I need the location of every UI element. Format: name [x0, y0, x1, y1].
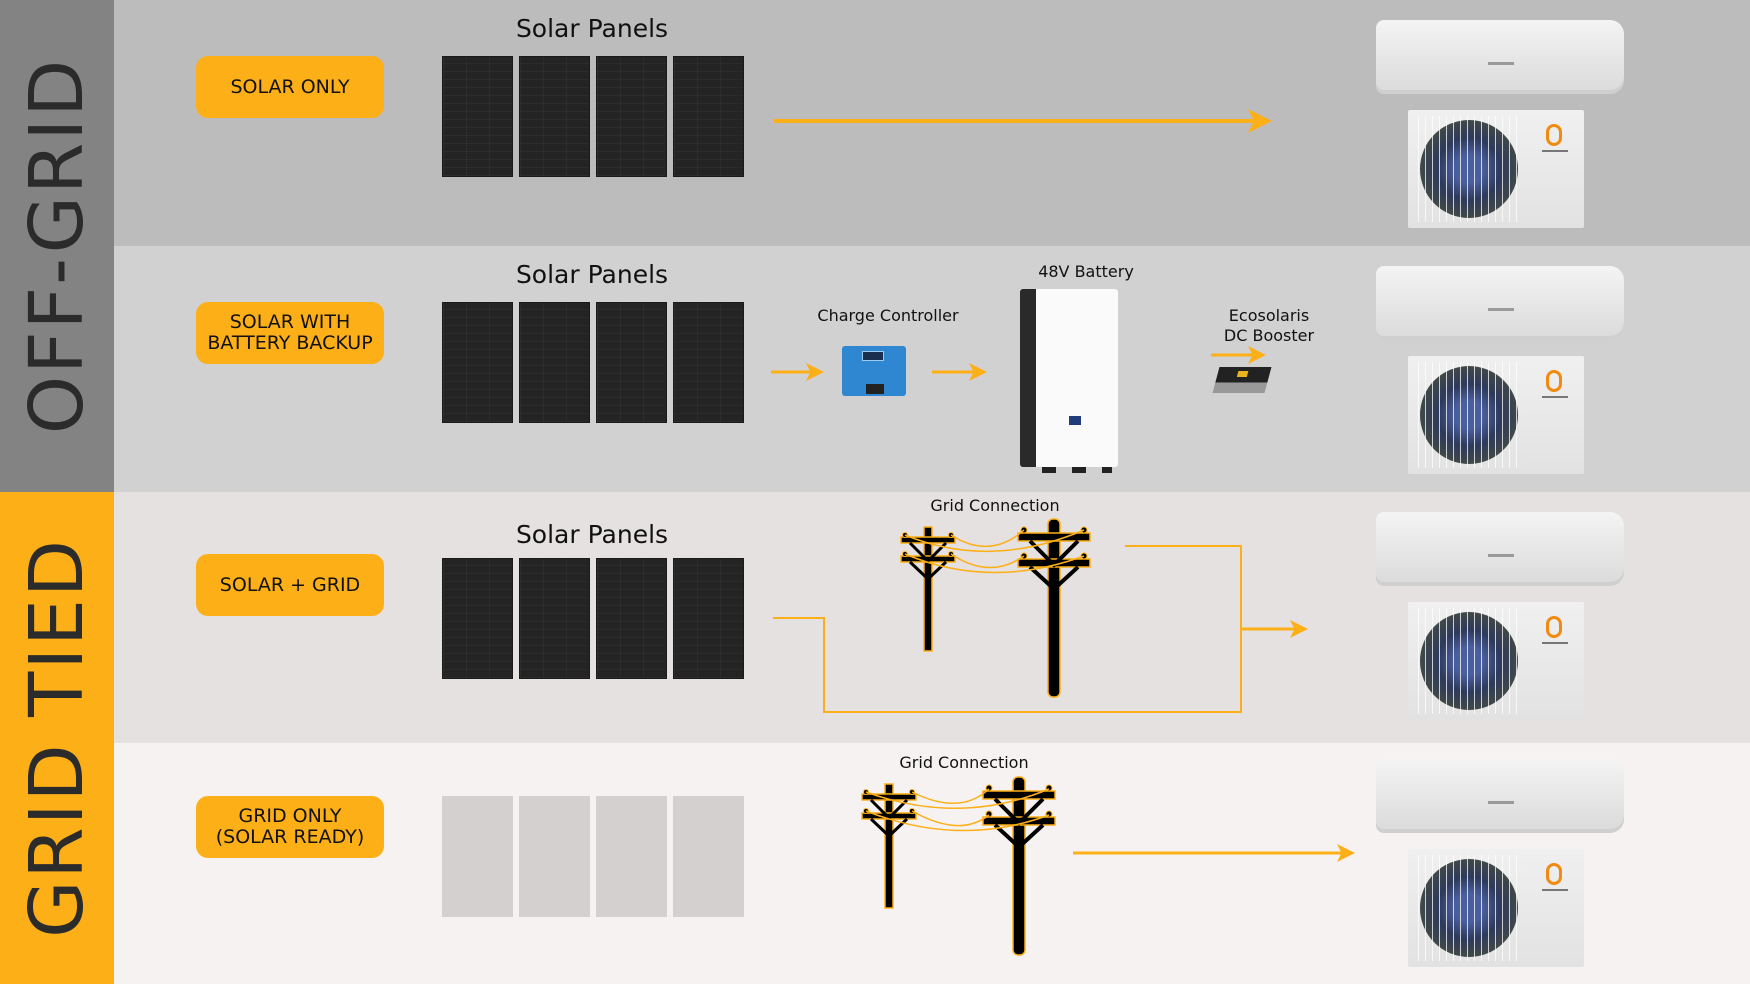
- ac-outdoor-unit: [1408, 110, 1584, 228]
- dc-booster-icon: [1212, 367, 1272, 393]
- grid-only-pill: GRID ONLY(SOLAR READY): [196, 796, 384, 858]
- solar-panel-icon: [673, 558, 744, 679]
- charge-controller-icon: [842, 346, 906, 396]
- solar-panel-placeholder-icon: [519, 796, 590, 917]
- grid-tied-label: GRID TIED: [14, 538, 101, 938]
- ecosolaris-logo-icon: [1546, 863, 1562, 885]
- ac-indoor-unit: [1376, 266, 1624, 340]
- solar-panel-icon: [442, 558, 513, 679]
- pill-label: SOLAR + GRID: [219, 573, 361, 596]
- row-solar-plus-grid: SOLAR + GRID Solar Panels Grid Connectio…: [114, 492, 1750, 743]
- off-grid-label: OFF-GRID: [14, 57, 101, 435]
- charge-controller-label: Charge Controller: [817, 306, 959, 325]
- solar-panel-icon: [442, 302, 513, 423]
- mini-split-ac-icon: [1376, 20, 1626, 235]
- solar-panels-title: Solar Panels: [515, 14, 669, 43]
- ac-indoor-unit: [1376, 20, 1624, 94]
- solar-panel-icon: [519, 56, 590, 177]
- solar-panel-array-ghosted: [442, 796, 744, 917]
- solar-panel-array: [442, 558, 744, 679]
- row-solar-only: SOLAR ONLY Solar Panels: [114, 0, 1750, 246]
- solar-panel-placeholder-icon: [442, 796, 513, 917]
- solar-panel-icon: [442, 56, 513, 177]
- pill-label: SOLAR ONLY: [230, 75, 350, 98]
- mini-split-ac-icon: [1376, 266, 1626, 481]
- pill-label: GRID ONLY(SOLAR READY): [215, 805, 365, 848]
- solar-panel-array: [442, 302, 744, 423]
- solar-panel-placeholder-icon: [673, 796, 744, 917]
- ac-outdoor-unit: [1408, 849, 1584, 967]
- solar-panel-icon: [596, 56, 667, 177]
- solar-only-pill: SOLAR ONLY: [196, 56, 384, 118]
- battery-icon: [1020, 289, 1118, 473]
- ac-outdoor-unit: [1408, 356, 1584, 474]
- solar-panel-icon: [673, 56, 744, 177]
- grid-connection-label: Grid Connection: [899, 753, 1029, 772]
- row-grid-only: GRID ONLY(SOLAR READY) Grid Connection: [114, 743, 1750, 984]
- solar-panel-icon: [519, 558, 590, 679]
- ecosolaris-logo-icon: [1546, 370, 1562, 392]
- ac-indoor-unit: [1376, 512, 1624, 586]
- solar-panels-title: Solar Panels: [515, 520, 669, 549]
- solar-panels-title: Solar Panels: [515, 260, 669, 289]
- grid-tied-section-label: GRID TIED: [0, 492, 114, 984]
- mini-split-ac-icon: [1376, 512, 1626, 727]
- solar-panel-placeholder-icon: [596, 796, 667, 917]
- mini-split-ac-icon: [1376, 759, 1626, 974]
- solar-panel-icon: [596, 302, 667, 423]
- solar-panel-icon: [596, 558, 667, 679]
- grid-connection-label: Grid Connection: [930, 496, 1060, 515]
- off-grid-section-label: OFF-GRID: [0, 0, 114, 492]
- ac-indoor-unit: [1376, 759, 1624, 833]
- solar-panel-icon: [673, 302, 744, 423]
- ecosolaris-logo-icon: [1546, 124, 1562, 146]
- solar-panel-icon: [519, 302, 590, 423]
- ecosolaris-logo-icon: [1546, 616, 1562, 638]
- solar-panel-array: [442, 56, 744, 177]
- solar-grid-pill: SOLAR + GRID: [196, 554, 384, 616]
- ac-outdoor-unit: [1408, 602, 1584, 720]
- battery-label: 48V Battery: [1038, 262, 1134, 281]
